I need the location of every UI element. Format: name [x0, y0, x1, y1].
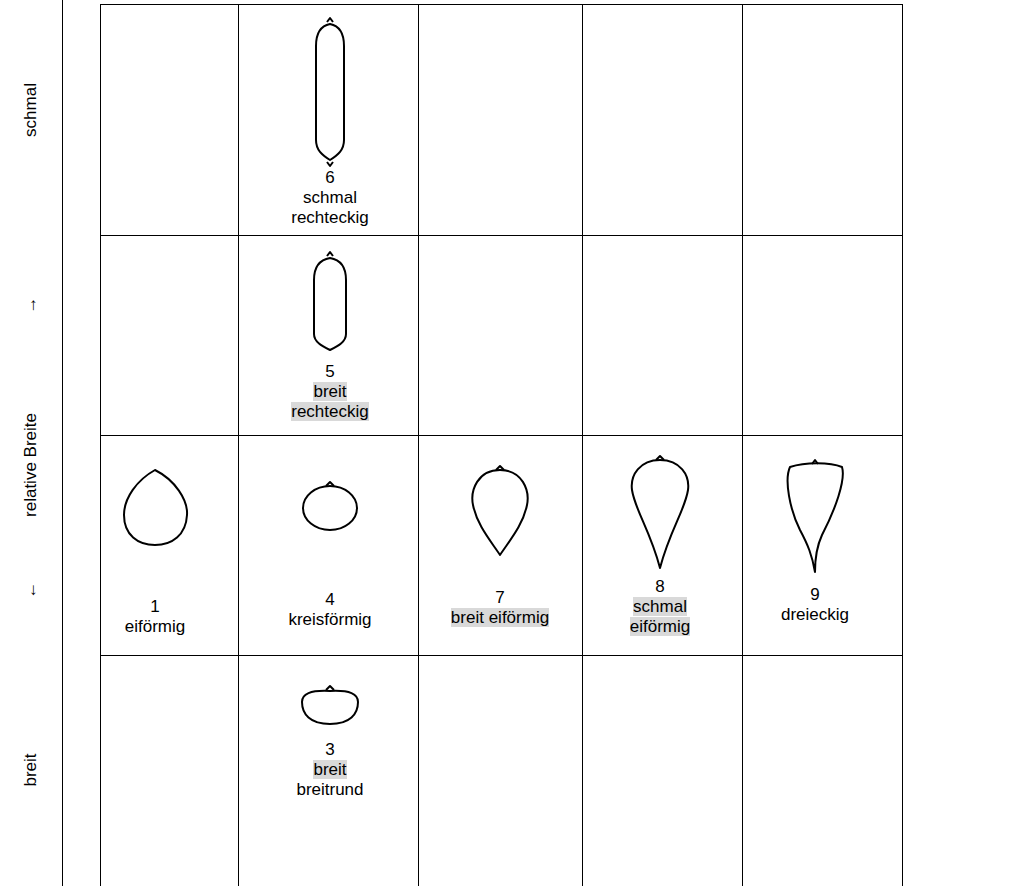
shape-name-box: breitrund [245, 780, 415, 800]
axis-label: breit [21, 753, 40, 786]
shape-name: breit rechteckig [291, 382, 368, 421]
callout-number-box: 8 [585, 577, 735, 597]
axis-arrow-box: → [21, 297, 41, 314]
callout-number: 4 [325, 590, 334, 609]
shape-name-box: breit rechteckig [278, 382, 382, 422]
shape-name-box: breit [245, 760, 415, 780]
callout-number: 8 [655, 577, 664, 596]
axis-label: schmal [21, 83, 40, 137]
axis-label: relative Breite [21, 413, 40, 517]
shape-name: schmal rechteckig [291, 188, 368, 227]
shape-name: eiförmig [125, 617, 185, 636]
shape-name: breit [313, 760, 346, 779]
shape-name-box: breit eiförmig [420, 608, 580, 628]
callout-number: 1 [150, 597, 159, 616]
callout-number-box: 1 [88, 597, 222, 617]
callout-number-box: 6 [245, 168, 415, 188]
shape-name: kreisförmig [288, 610, 371, 629]
axis-label-box: schmal [21, 83, 41, 137]
callout-number-box: 3 [245, 740, 415, 760]
shape-name: breitrund [296, 780, 363, 799]
axis-arrow: ← [21, 582, 40, 599]
shape-name-box: schmal rechteckig [278, 188, 382, 228]
callout-number: 3 [325, 740, 334, 759]
shape-name-box: schmal eiförmig [612, 597, 708, 637]
axis-label-box: breit [21, 753, 41, 786]
callout-number: 7 [495, 588, 504, 607]
callout-number-box: 5 [245, 362, 415, 382]
axis-arrow-box: ← [21, 582, 41, 599]
shape-name: schmal eiförmig [630, 597, 690, 636]
callout-number: 9 [810, 585, 819, 604]
axis-label-box: relative Breite [21, 413, 41, 517]
callout-number-box: 9 [737, 585, 893, 605]
shape-name-box: kreisförmig [245, 610, 415, 630]
shape-name: dreieckig [781, 605, 849, 624]
shape-name: breit eiförmig [451, 608, 549, 627]
callout-number-box: 7 [420, 588, 580, 608]
axis-arrow: → [21, 297, 40, 314]
shape-name-box: eiförmig [88, 617, 222, 637]
callout-number: 6 [325, 168, 334, 187]
shape-name-box: dreieckig [737, 605, 893, 625]
callout-number: 5 [325, 362, 334, 381]
callout-number-box: 4 [245, 590, 415, 610]
